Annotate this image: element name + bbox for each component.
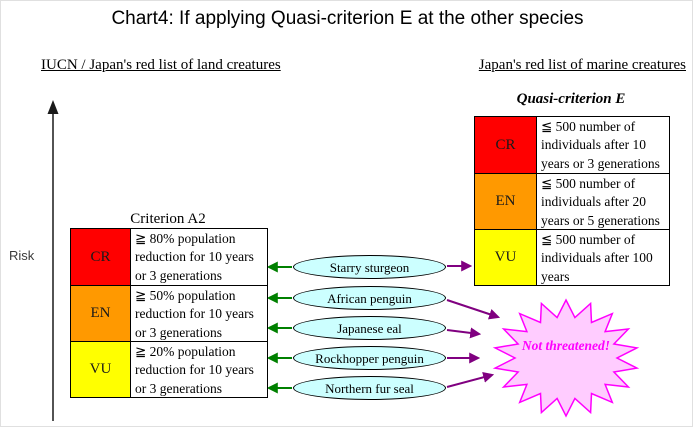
table-row: CR ≦ 500 number of individuals after 10 … <box>475 117 669 173</box>
cr-description: ≧ 80% population reduction for 10 years … <box>131 229 267 285</box>
not-threatened-label: Not threatened! <box>521 338 611 353</box>
risk-axis-arrowhead-icon <box>47 100 59 114</box>
species-ellipse-african-penguin: African penguin <box>293 286 446 310</box>
quasi-criterion-e-table: CR ≦ 500 number of individuals after 10 … <box>474 116 670 286</box>
species-ellipse-rockhopper-penguin: Rockhopper penguin <box>293 346 446 370</box>
marine-list-heading: Japan's red list of marine creatures <box>478 57 686 73</box>
en-code-cell: EN <box>71 286 131 341</box>
table-row: VU ≧ 20% population reduction for 10 yea… <box>71 341 267 397</box>
arrow-northern-fur-seal-to-not-threatened <box>446 371 495 388</box>
criterion-a2-title: Criterion A2 <box>130 211 206 227</box>
species-ellipse-northern-fur-seal: Northern fur seal <box>293 376 446 400</box>
arrow-african-penguin-to-not-threatened <box>446 299 501 320</box>
cr-code-cell: CR <box>475 117 537 173</box>
quasi-criterion-e-title: Quasi-criterion E <box>516 91 626 107</box>
risk-axis-label: Risk <box>9 248 35 263</box>
species-ellipse-japanese-eal: Japanese eal <box>293 316 446 340</box>
en-description: ≦ 500 number of individuals after 20 yea… <box>537 174 669 229</box>
table-row: VU ≦ 500 number of individuals after 100… <box>475 229 669 285</box>
species-ellipse-starry-sturgeon: Starry sturgeon <box>293 255 446 279</box>
en-description: ≧ 50% population reduction for 10 years … <box>131 286 267 341</box>
arrow-japanese-eal-to-not-threatened <box>446 327 482 339</box>
table-row: CR ≧ 80% population reduction for 10 yea… <box>71 229 267 285</box>
en-code-cell: EN <box>475 174 537 229</box>
vu-description: ≧ 20% population reduction for 10 years … <box>131 342 267 397</box>
land-list-heading: IUCN / Japan's red list of land creature… <box>41 57 281 73</box>
starburst-shape <box>492 298 640 418</box>
chart-title: Chart4: If applying Quasi-criterion E at… <box>111 8 584 29</box>
vu-description: ≦ 500 number of individuals after 100 ye… <box>537 230 669 285</box>
cr-description: ≦ 500 number of individuals after 10 yea… <box>537 117 669 173</box>
criterion-a2-table: CR ≧ 80% population reduction for 10 yea… <box>70 228 268 398</box>
vu-code-cell: VU <box>475 230 537 285</box>
vu-code-cell: VU <box>71 342 131 397</box>
cr-code-cell: CR <box>71 229 131 285</box>
table-row: EN ≧ 50% population reduction for 10 yea… <box>71 285 267 341</box>
table-row: EN ≦ 500 number of individuals after 20 … <box>475 173 669 229</box>
